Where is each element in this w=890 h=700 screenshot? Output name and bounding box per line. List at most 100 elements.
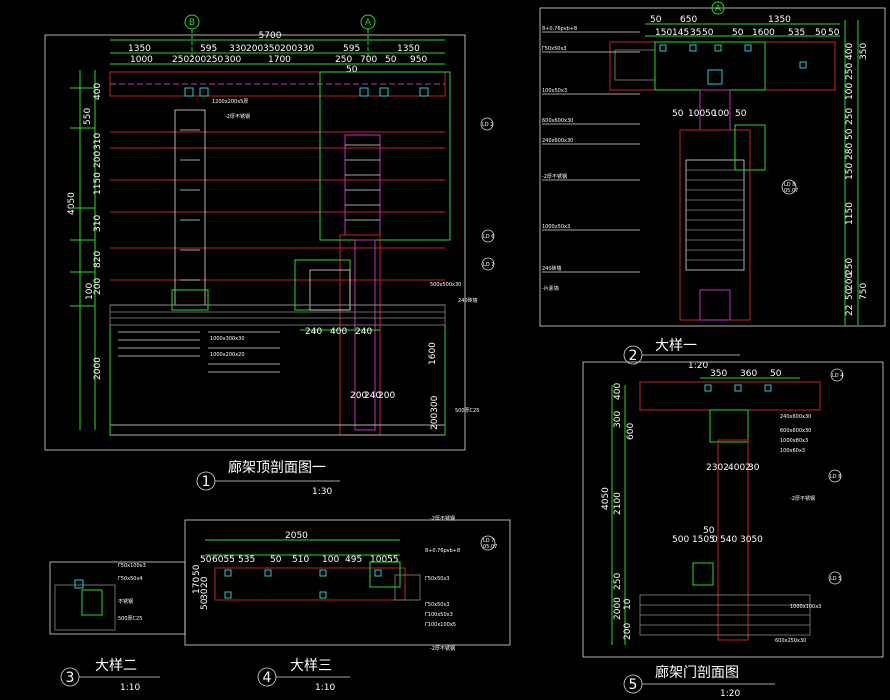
note: -片素墙 (542, 285, 559, 292)
note: Γ50x50x3 (425, 602, 450, 608)
view1-section: B A 5700 1350 595 330 200 350 200 330 59… (44, 14, 494, 497)
dim: 150 (655, 28, 672, 38)
dim-row2: 150 145 35 50 50 1600 535 50 50 (655, 28, 840, 38)
dim: 750 (859, 283, 869, 300)
note: 100x50x3 (542, 88, 567, 94)
dim-left: 400 300 600 4050 2100 250 2000 10 200 (601, 383, 636, 640)
tag: LD 4 (832, 373, 843, 379)
tag-sub: 05.07 (784, 188, 798, 194)
view1-number: 1 (202, 474, 211, 490)
note: -2厚不锈钢 (430, 645, 455, 652)
dim: 100 (322, 555, 339, 565)
note: -2厚不锈钢 (225, 113, 250, 120)
note: 240x600x30 (780, 414, 811, 420)
dim: 495 (345, 555, 362, 565)
dim-left: 400 550 310 200 1150 310 820 4050 200 10… (67, 83, 103, 380)
dim: 350 (710, 369, 727, 379)
dim: 50 (845, 288, 855, 300)
axis-a-label: A (365, 18, 372, 28)
dim: 1000 (130, 55, 153, 65)
dim: 240 (355, 327, 372, 337)
dim: 310 (93, 215, 103, 232)
tag: LD 2 (482, 122, 493, 128)
dim: 200 (845, 273, 855, 290)
dim-left: 50 170 20 30 50 (192, 564, 210, 610)
dim: 535 (238, 555, 255, 565)
dim: 30 (200, 588, 210, 600)
dim-right: 400 250 100 350 250 50 280 150 1150 250 … (845, 43, 869, 316)
dim: 6055 (212, 555, 235, 565)
tag: LD 8 (830, 474, 841, 480)
dim: 200 (280, 44, 297, 54)
dim: 330 (297, 44, 314, 54)
dim-row1: 1350 595 330 200 350 200 330 595 1350 (128, 44, 420, 54)
dim: 10 (623, 598, 633, 610)
dim: 400 (93, 83, 103, 100)
dim: 240 (364, 391, 381, 401)
dim-total: 2050 (285, 531, 308, 541)
dim: 310 (93, 133, 103, 150)
note: 240砖墙 (542, 265, 562, 272)
dim: 200 (246, 44, 263, 54)
dim: 250 (335, 55, 352, 65)
dim: 20 (200, 576, 210, 588)
note: 240x600x30 (542, 138, 573, 144)
dim: 250 (845, 63, 855, 80)
note: 500x500x30 (430, 282, 461, 288)
dim: 35 (690, 28, 701, 38)
dim-row2: 1000 250 200 250 300 1700 250 700 50 950 (130, 55, 427, 65)
dim: 50 (770, 369, 782, 379)
dim: 100 (712, 109, 729, 119)
dim: 360 (740, 369, 757, 379)
dim: 595 (343, 44, 360, 54)
dim: 200 (93, 151, 103, 168)
dim: 50 (815, 28, 827, 38)
dim: 200 (350, 391, 367, 401)
view3-title: 大样二 (95, 658, 137, 674)
note: 1000x80x3 (780, 438, 808, 444)
dim: 300 (613, 411, 623, 428)
dim: 200 (378, 391, 395, 401)
dim: 1150 (93, 172, 103, 195)
tag-sub: 05.07 (483, 544, 497, 550)
view1-scale: 1:30 (312, 487, 332, 497)
dim: 50 (672, 109, 684, 119)
dim: 50 (735, 109, 747, 119)
note: 不锈钢 (118, 598, 133, 605)
dim: 1350 (768, 15, 791, 25)
dim: 200 (623, 623, 633, 640)
view4-number: 4 (263, 670, 272, 686)
dim: 2302 (706, 463, 729, 473)
dim: 950 (410, 55, 427, 65)
dim: 1350 (128, 44, 151, 54)
dim: 50 (270, 555, 282, 565)
dim: 250 (613, 573, 623, 590)
view3-number: 3 (66, 670, 75, 686)
dim: 595 (200, 44, 217, 54)
note: 600x600x30 (542, 118, 573, 124)
note: 8+0.76pvb+8 (425, 548, 460, 554)
dim: 4050 (601, 487, 611, 510)
note: 1000x50x3 (542, 224, 570, 230)
dim: 250 (172, 55, 189, 65)
dim: 4050 (67, 192, 77, 215)
view1-title: 廊架顶剖面图一 (228, 459, 326, 476)
view4-scale: 1:10 (315, 683, 335, 693)
dim: 600 (626, 423, 636, 440)
dim: 1150 (845, 202, 855, 225)
dim: 50 (385, 55, 397, 65)
dim: 50 (845, 128, 855, 140)
view2-notes: 8+0.76pvb+8 Γ50x50x3 100x50x3 600x600x30… (542, 26, 577, 292)
dim: 0 (712, 535, 718, 545)
dim: 400 (845, 43, 855, 60)
view1-tags: LD 2 LD 6 LD 7 (480, 117, 494, 271)
view5-scale: 1:20 (720, 689, 740, 699)
dim-50: 50 (346, 65, 358, 75)
tag: LD 7 (483, 262, 494, 268)
dim: 700 (360, 55, 377, 65)
dim: 1600 (752, 28, 775, 38)
note: Γ50x50x4 (118, 576, 143, 582)
dim: 250 (206, 55, 223, 65)
note: 100x60x3 (780, 448, 805, 454)
